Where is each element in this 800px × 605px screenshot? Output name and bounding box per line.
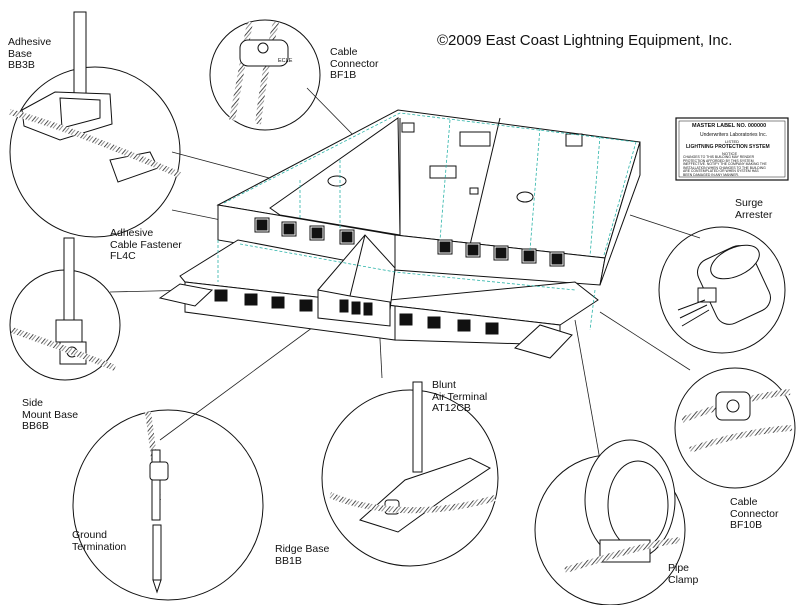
ul-fine-print-2: INEFFECTIVE. NOTIFY THE COMPANY MAKING T… — [683, 162, 767, 166]
label-side-mount-base: Side Mount Base BB6B — [22, 397, 79, 432]
label-adhesive-cable-fastener: Adhesive Cable Fastener FL4C — [110, 227, 182, 262]
ridge-base-illustration — [328, 381, 496, 533]
pipe-clamp-illustration — [564, 439, 681, 573]
ul-listed: LISTED — [725, 139, 740, 144]
building — [158, 109, 641, 359]
ground-termination-illustration — [145, 411, 169, 594]
ul-system: LIGHTNING PROTECTION SYSTEM — [686, 144, 770, 150]
ul-master-label: MASTER LABEL NO. 000000 — [692, 123, 767, 129]
adhesive-base-illustration — [9, 11, 182, 183]
surge-arrester-detail — [658, 226, 786, 354]
surge-arrester-illustration — [677, 244, 771, 327]
label-surge-arrester: Surge Arrester — [735, 197, 773, 221]
cable-connector-bf10b-detail — [674, 367, 796, 489]
ul-label — [675, 117, 789, 181]
roof-conductors — [217, 112, 637, 331]
ridge-base-detail — [321, 389, 499, 567]
upper-wall-side — [599, 141, 641, 286]
label-adhesive-base: Adhesive Base BB3B — [8, 36, 52, 71]
cable-connector-bf10b-illustration — [680, 389, 793, 453]
cable-connector-bf1b-detail — [209, 19, 321, 131]
copyright-text: ©2009 East Coast Lightning Equipment, In… — [437, 32, 733, 49]
ul-fine-print-3: INSTALLATION WHEN CHANGES TO THE BUILDIN… — [683, 165, 766, 170]
label-blunt-air-terminal: Blunt Air Terminal AT12CB — [432, 379, 488, 414]
ul-fine-print-0: CHANGES TO THIS BUILDING MAY RENDER — [683, 155, 755, 159]
connector-brand-text: ECLE — [278, 58, 293, 64]
label-ridge-base: Ridge Base BB1B — [275, 543, 330, 567]
ground-termination-detail — [72, 409, 264, 601]
ul-fine-print-1: PROTECTION AFFORDED BY THIS SYSTEM — [683, 158, 754, 163]
ul-fine-print-4: ARE CONTEMPLATED OR WHEN SYSTEM HAS — [683, 169, 759, 173]
label-ground-termination: Ground Termination — [72, 529, 127, 553]
label-cable-connector-bf10b: Cable Connector BF10B — [730, 496, 779, 531]
ul-fine-print-5: BEEN DAMAGED IN ANY MANNER. — [683, 172, 739, 177]
ul-notice: NOTICE — [722, 151, 738, 156]
label-cable-connector-bf1b: Cable Connector BF1B — [330, 46, 379, 81]
side-mount-base-illustration — [10, 237, 117, 371]
label-pipe-clamp: Pipe Clamp — [668, 562, 699, 586]
ul-lab-name: Underwriters Laboratories Inc. — [700, 132, 767, 138]
cable-connector-bf1b-illustration: ECLE — [229, 21, 293, 125]
adhesive-base-detail — [9, 66, 181, 238]
